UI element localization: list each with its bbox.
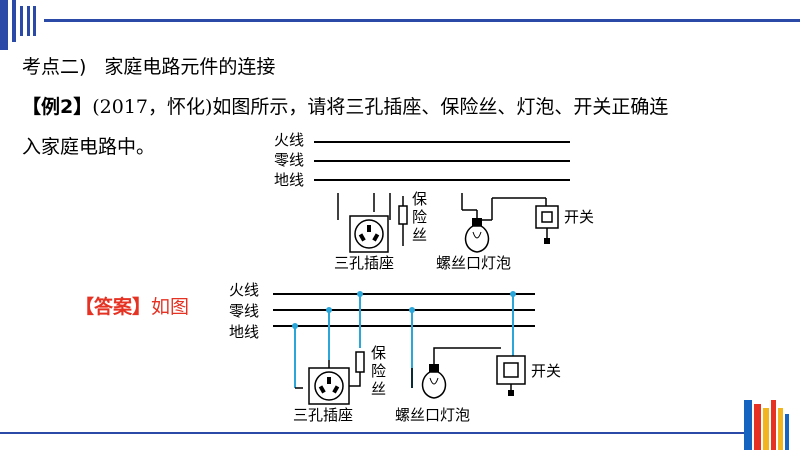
example-text-line2: 入家庭电路中。 — [22, 136, 156, 158]
a-bulb-icon — [411, 347, 501, 399]
bottom-right-decoration — [744, 400, 789, 450]
a-socket-label: 三孔插座 — [293, 406, 353, 424]
q-fuse-icon — [398, 196, 408, 246]
a-fuse-icon — [355, 351, 365, 382]
a-switch-label: 开关 — [531, 362, 561, 380]
q-socket-icon — [337, 193, 391, 253]
a-live-label: 火线 — [229, 281, 259, 299]
answer-diagram: 火线 零线 地线 三孔插座 保 险 丝 — [229, 281, 561, 424]
q-switch-icon — [492, 197, 559, 244]
a-fuse-label-2: 险 — [371, 362, 386, 380]
q-bulb-icon — [461, 193, 493, 253]
a-neutral-label: 零线 — [229, 302, 259, 320]
top-rule — [44, 19, 800, 22]
q-ground-label: 地线 — [274, 171, 304, 189]
a-connections — [292, 291, 516, 389]
example-tag: 【例2】 — [22, 96, 93, 118]
q-fuse-label-1: 保 — [412, 190, 427, 208]
answer-text: 如图 — [151, 296, 190, 318]
section-title-text: 家庭电路元件的连接 — [104, 56, 276, 78]
q-bulb-label: 螺丝口灯泡 — [436, 254, 511, 272]
bottom-rule — [0, 432, 745, 434]
a-bulb-label: 螺丝口灯泡 — [395, 406, 470, 424]
q-fuse-label-3: 丝 — [412, 226, 427, 244]
a-socket-icon — [308, 360, 361, 405]
question-diagram: 火线 零线 地线 三孔插座 保 险 丝 螺丝口灯泡 — [274, 131, 594, 272]
section-heading: 考点二) — [22, 56, 87, 78]
answer-line: 【答案】如图 — [75, 292, 189, 319]
example-question: 【例2】(2017，怀化)如图所示，请将三孔插座、保险丝、灯泡、开关正确连 — [22, 92, 668, 119]
a-switch-icon — [496, 355, 526, 396]
example-question-line2: 入家庭电路中。 — [22, 132, 155, 159]
q-neutral-label: 零线 — [274, 151, 304, 169]
q-socket-label: 三孔插座 — [334, 254, 394, 272]
section-title: 考点二) 家庭电路元件的连接 — [22, 52, 275, 79]
q-live-label: 火线 — [274, 131, 304, 149]
answer-tag: 【答案】 — [75, 296, 152, 318]
a-ground-label: 地线 — [229, 323, 259, 341]
example-text-line1: (2017，怀化)如图所示，请将三孔插座、保险丝、灯泡、开关正确连 — [92, 96, 669, 118]
a-fuse-label-3: 丝 — [371, 380, 386, 398]
q-switch-label: 开关 — [564, 208, 594, 226]
top-left-decoration — [0, 0, 36, 50]
a-fuse-label-1: 保 — [371, 344, 386, 362]
q-fuse-label-2: 险 — [412, 208, 427, 226]
